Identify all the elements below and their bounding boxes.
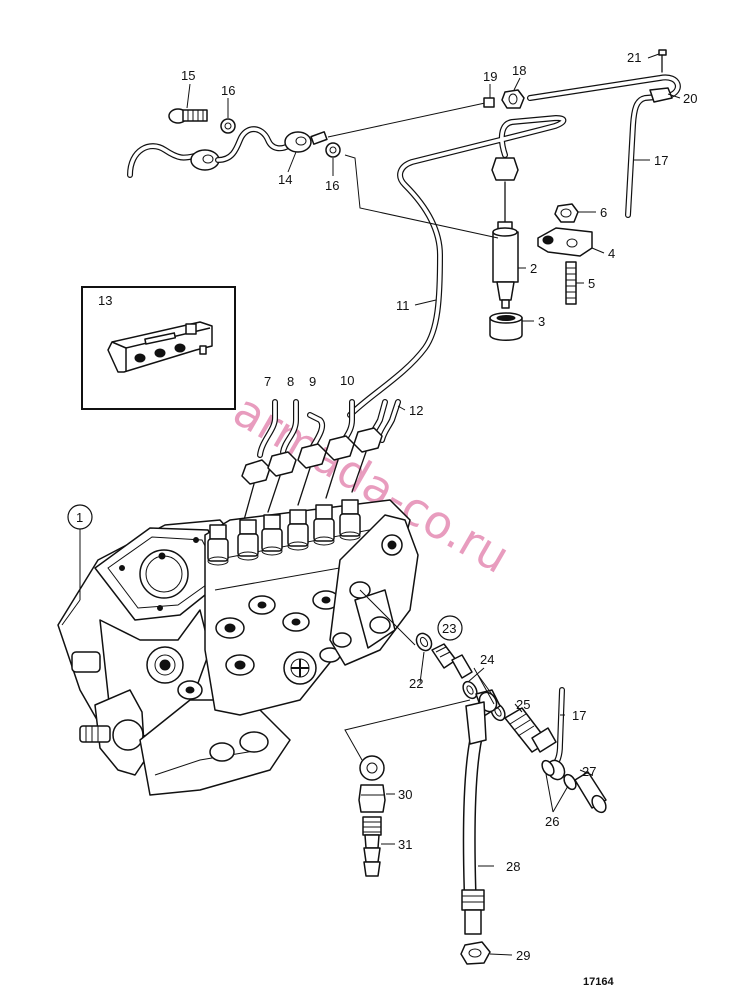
delivery-valve-holders <box>207 499 361 566</box>
callout-14: 14 <box>278 172 292 187</box>
callout-8: 8 <box>287 374 294 389</box>
callout-20: 20 <box>683 91 697 106</box>
callout-26: 26 <box>545 814 559 829</box>
callout-23-circle: 23 <box>437 615 463 641</box>
stud-5 <box>565 261 577 305</box>
callout-25: 25 <box>516 697 530 712</box>
callout-18: 18 <box>512 63 526 78</box>
callout-29: 29 <box>516 948 530 963</box>
callout-21: 21 <box>627 50 641 65</box>
callout-24: 24 <box>480 652 494 667</box>
callout-7: 7 <box>264 374 271 389</box>
delivery-pipes <box>241 399 401 521</box>
protective-sleeve-3 <box>489 312 523 341</box>
leader-lines <box>61 53 681 956</box>
sealing-washer-16b <box>325 142 341 158</box>
callout-27: 27 <box>582 764 596 779</box>
callout-2: 2 <box>530 261 537 276</box>
callout-12: 12 <box>409 403 423 418</box>
callout-31: 31 <box>398 837 412 852</box>
nut-18 <box>501 89 525 109</box>
pressure-pipe-11 <box>347 115 567 418</box>
callout-labels: 15 16 14 16 19 18 21 20 17 6 4 2 5 11 3 … <box>67 50 697 963</box>
callout-10: 10 <box>340 373 354 388</box>
banjo-union <box>359 755 385 781</box>
overflow-valve-23 <box>431 643 473 679</box>
injector-clamp-4 <box>537 227 593 257</box>
callout-1: 1 <box>76 510 83 525</box>
callout-5: 5 <box>588 276 595 291</box>
fuel-hose-28 <box>461 701 487 935</box>
callout-19: 19 <box>483 69 497 84</box>
pipe-nut <box>491 157 519 181</box>
callout-6: 6 <box>600 205 607 220</box>
banjo-bolt-27 <box>574 771 607 814</box>
callout-1-circle: 1 <box>67 504 93 530</box>
callout-4: 4 <box>608 246 615 261</box>
callout-17a: 17 <box>654 153 668 168</box>
callout-9: 9 <box>309 374 316 389</box>
leak-off-line-assembly <box>127 108 341 178</box>
callout-16b: 16 <box>325 178 339 193</box>
callout-11: 11 <box>396 298 410 313</box>
callout-30: 30 <box>398 787 412 802</box>
sealing-washer-16a <box>220 118 236 134</box>
union-nut-30 <box>358 784 386 813</box>
return-pipe-17 <box>527 49 681 218</box>
callout-13: 13 <box>98 293 112 308</box>
connector-19 <box>483 97 495 108</box>
injector-2 <box>492 181 519 309</box>
callout-15: 15 <box>181 68 195 83</box>
nut-29 <box>460 941 491 965</box>
banjo-bolt-15 <box>168 108 208 124</box>
callout-28: 28 <box>506 859 520 874</box>
hose-nipple-31 <box>362 816 382 877</box>
injection-pump-1 <box>57 499 419 796</box>
washers-26 <box>541 759 577 791</box>
callout-22: 22 <box>409 676 423 691</box>
callout-23: 23 <box>442 621 456 636</box>
callout-3: 3 <box>538 314 545 329</box>
callout-17b: 17 <box>572 708 586 723</box>
banjo-bolt-25 <box>504 707 557 753</box>
sealing-washer-22 <box>415 632 433 652</box>
figure-number: 17164 <box>583 976 614 988</box>
callout-16a: 16 <box>221 83 235 98</box>
inset-box-13 <box>81 286 236 410</box>
nut-6 <box>554 203 579 223</box>
